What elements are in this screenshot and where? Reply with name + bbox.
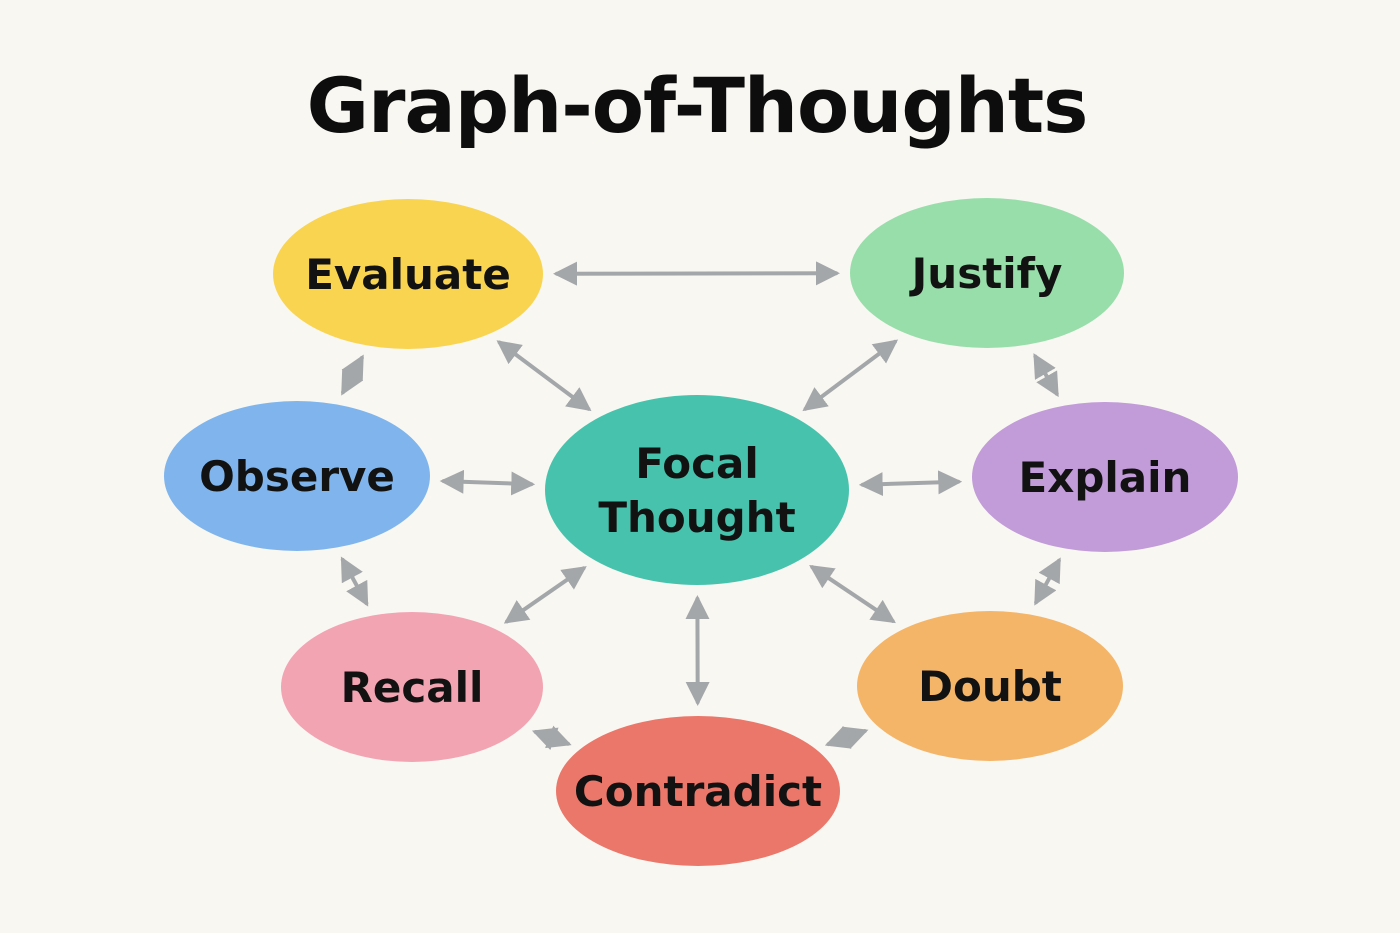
node-observe-label: Observe bbox=[199, 452, 395, 501]
node-contradict: Contradict bbox=[556, 716, 840, 866]
node-focal-ellipse bbox=[545, 395, 849, 585]
node-doubt-ellipse bbox=[857, 611, 1123, 761]
node-evaluate-label: Evaluate bbox=[305, 250, 511, 299]
node-recall-ellipse bbox=[281, 612, 543, 762]
edge-doubt-contradict-arrow bbox=[824, 726, 869, 750]
node-explain: Explain bbox=[972, 402, 1238, 552]
node-contradict-ellipse bbox=[556, 716, 840, 866]
edge-justify-explain-arrow bbox=[1033, 353, 1059, 398]
node-focal-label-line: Thought bbox=[598, 493, 795, 542]
node-doubt-label: Doubt bbox=[918, 662, 1062, 711]
edge-evaluate-observe-arrow bbox=[341, 354, 364, 396]
node-doubt: Doubt bbox=[857, 611, 1123, 761]
node-evaluate-ellipse bbox=[273, 199, 543, 349]
node-explain-ellipse bbox=[972, 402, 1238, 552]
node-observe: Observe bbox=[164, 401, 430, 551]
node-justify-label: Justify bbox=[909, 249, 1063, 298]
node-justify: Justify bbox=[850, 198, 1124, 348]
node-recall: Recall bbox=[281, 612, 543, 762]
edge-explain-doubt-arrow bbox=[1034, 557, 1061, 606]
edge-observe-recall-arrow bbox=[340, 556, 369, 607]
node-focal-label-line: Focal bbox=[635, 439, 758, 488]
edge-focal-doubt-arrow bbox=[809, 564, 896, 624]
node-explain-label: Explain bbox=[1019, 453, 1192, 502]
node-contradict-label: Contradict bbox=[574, 767, 822, 816]
edge-recall-contradict-arrow bbox=[531, 725, 572, 751]
diagram-title: Graph-of-Thoughts bbox=[307, 61, 1088, 150]
edges-layer bbox=[340, 261, 1061, 751]
edge-focal-recall-arrow bbox=[503, 566, 587, 624]
edge-evaluate-focal-arrow bbox=[496, 340, 592, 412]
edge-justify-focal-arrow bbox=[802, 339, 899, 412]
node-observe-ellipse bbox=[164, 401, 430, 551]
node-evaluate: Evaluate bbox=[273, 199, 543, 349]
node-recall-label: Recall bbox=[341, 663, 484, 712]
edge-explain-focal-arrow bbox=[858, 470, 963, 497]
node-justify-ellipse bbox=[850, 198, 1124, 348]
edge-observe-focal-arrow bbox=[439, 469, 536, 496]
